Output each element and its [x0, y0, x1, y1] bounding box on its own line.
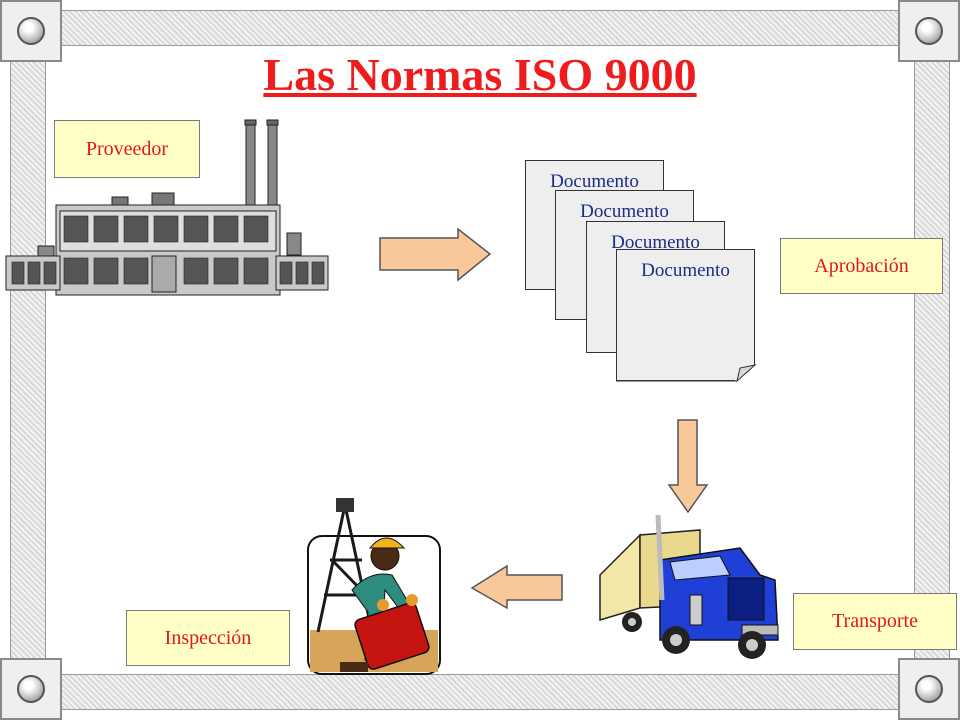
label-inspection: Inspección — [126, 610, 290, 666]
label-transport: Transporte — [793, 593, 957, 650]
frame-top-bar — [50, 10, 910, 46]
arrow-left-icon — [470, 564, 563, 610]
ring-icon — [17, 17, 45, 45]
page-title: Las Normas ISO 9000 — [263, 49, 697, 100]
corner-bottom-right — [898, 658, 960, 720]
corner-top-right — [898, 0, 960, 62]
ring-icon — [915, 675, 943, 703]
label-supplier: Proveedor — [54, 120, 200, 178]
document-page: Documento — [616, 249, 755, 381]
ring-icon — [915, 17, 943, 45]
label-approval: Aprobación — [780, 238, 943, 294]
ring-icon — [17, 675, 45, 703]
arrow-right-icon — [379, 227, 492, 282]
frame-bottom-bar — [50, 674, 910, 710]
frame-right-bar — [914, 50, 950, 670]
corner-top-left — [0, 0, 62, 62]
frame-left-bar — [10, 50, 46, 670]
corner-bottom-left — [0, 658, 62, 720]
arrow-down-icon — [667, 419, 709, 514]
